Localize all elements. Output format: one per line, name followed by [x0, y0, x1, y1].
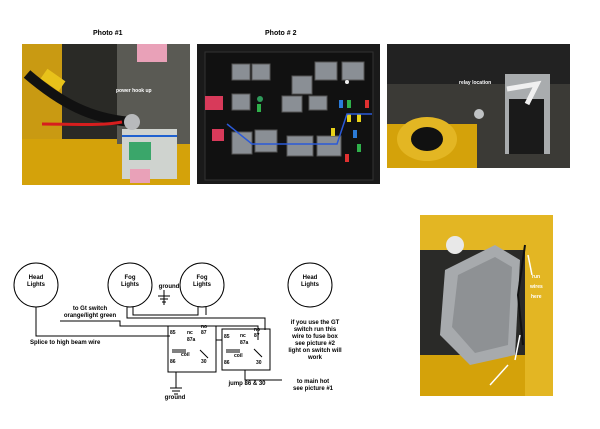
fog-lights-1-circle: [107, 262, 153, 308]
relay2-pin-87: 87: [254, 333, 260, 339]
photo3-relay-location: relay location: [387, 44, 570, 168]
photo1-caption: Photo #1: [93, 30, 123, 37]
relay1-pin-nc: nc: [187, 330, 193, 336]
run-wires-line2: wires: [529, 284, 543, 290]
relay2-pin-85: 85: [224, 334, 230, 340]
gt-switch-label: to Gt switch orange/light green: [63, 306, 117, 319]
photo1-power-hookup: power hook up: [22, 44, 190, 185]
relay-location-label: relay location: [459, 80, 491, 86]
relay2-pin-coil: coil: [234, 353, 243, 359]
gt-switch-note: if you use the GT switch run this wire t…: [288, 320, 342, 361]
head-lights-left-label: Head Lights: [27, 275, 45, 288]
relay2-pin-no: no: [254, 327, 261, 333]
photo4-run-wires: run wires here: [420, 215, 553, 396]
relay1-pin-no: no: [201, 324, 208, 330]
jump-label: jump 86 & 30: [228, 381, 266, 387]
relay2-pin-87a: 87a: [240, 340, 249, 346]
relay1-pin-87: 87: [201, 330, 207, 336]
relay1-pin-86: 86: [170, 359, 176, 365]
relay1-pin-30: 30: [201, 359, 207, 365]
ground-bottom-label: ground: [164, 395, 186, 401]
relay2-pin-86: 86: [224, 360, 230, 366]
run-wires-line1: run: [532, 274, 540, 280]
head-lights-right-label: Head Lights: [301, 275, 319, 288]
relay2-pin-nc: nc: [240, 333, 246, 339]
run-wires-line3: here: [531, 294, 542, 300]
main-hot-label: to main hot see picture #1: [292, 379, 334, 392]
relay2-pin-30: 30: [256, 360, 262, 366]
power-hook-up-label: power hook up: [116, 88, 152, 94]
fog-lights-2-circle: [179, 262, 225, 308]
photo2-fuse-box: [197, 44, 380, 184]
fog-lights-1-label: Fog Lights: [121, 275, 139, 288]
relay1-pin-87a: 87a: [187, 337, 196, 343]
splice-label: Splice to high beam wire: [30, 340, 101, 346]
head-lights-right-circle: [287, 262, 333, 308]
ground-top-label: ground: [158, 284, 180, 290]
relay1-pin-85: 85: [170, 330, 176, 336]
photo2-caption: Photo # 2: [265, 30, 297, 37]
fog-lights-2-label: Fog Lights: [193, 275, 211, 288]
relay1-pin-coil: coil: [181, 352, 190, 358]
